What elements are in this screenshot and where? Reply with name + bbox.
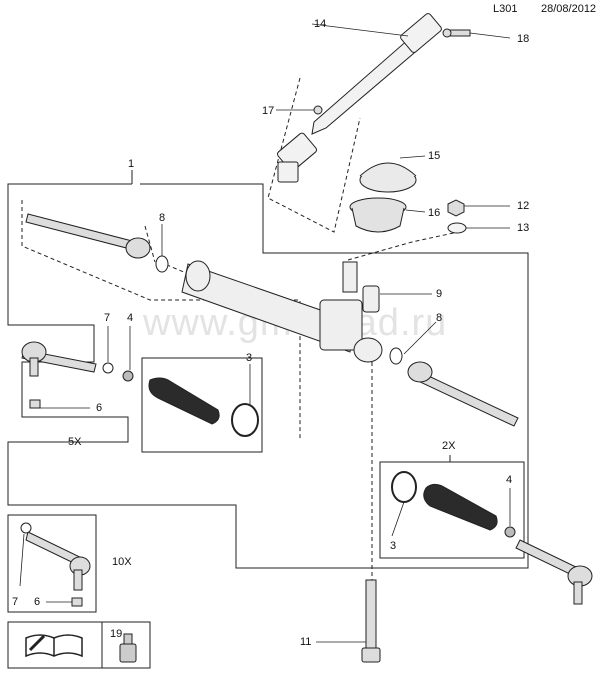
tie-rod-end-right — [515, 539, 593, 605]
callout-14: 14 — [314, 18, 327, 30]
clamp-3-left — [231, 403, 259, 437]
nut-12 — [447, 199, 465, 217]
kit-10x-parts — [20, 522, 91, 607]
diagram-code: L301 — [493, 3, 518, 15]
callout-13: 13 — [517, 222, 530, 234]
clamp-4-left — [122, 370, 134, 382]
callout-17: 17 — [262, 105, 275, 117]
assembly-frame — [7, 183, 529, 569]
callout-9: 9 — [436, 288, 443, 300]
bolt-11 — [361, 579, 381, 663]
nut-6-left — [29, 399, 41, 409]
callout-7-kit: 7 — [12, 596, 19, 608]
bolt-18 — [442, 28, 471, 38]
callout-3-right: 3 — [390, 540, 397, 552]
clamp-4-right — [504, 526, 516, 538]
bush-9 — [362, 285, 380, 313]
kit-box-10x — [7, 514, 97, 613]
callout-8-left: 8 — [159, 212, 166, 224]
callout-6-kit: 6 — [34, 596, 41, 608]
boot-left — [102, 362, 259, 437]
washer-13 — [447, 222, 467, 234]
nut-7-left — [102, 362, 114, 374]
dust-boot-15 — [359, 162, 417, 193]
callout-12: 12 — [517, 200, 530, 212]
boot-box-right — [379, 461, 525, 559]
callout-6-left: 6 — [96, 402, 103, 414]
seal-16 — [349, 197, 407, 233]
callout-3-left: 3 — [246, 352, 253, 364]
callout-1: 1 — [128, 158, 135, 170]
callout-10x: 10X — [112, 556, 132, 568]
book-wrench-icon — [25, 634, 83, 658]
callout-8-right: 8 — [436, 312, 443, 324]
tie-rod-right — [389, 347, 519, 427]
callout-7-left: 7 — [104, 312, 111, 324]
callout-15: 15 — [428, 150, 441, 162]
callout-5x: 5X — [68, 436, 82, 448]
steering-shaft — [276, 13, 442, 183]
boot-right — [391, 471, 516, 538]
grease-tube-icon — [119, 633, 137, 663]
callout-4-right: 4 — [506, 474, 513, 486]
clamp-3-right — [391, 471, 417, 503]
steering-rack — [181, 260, 383, 363]
callout-19: 19 — [110, 628, 123, 640]
tie-rod-left — [25, 213, 169, 273]
callout-11: 11 — [300, 636, 312, 648]
callout-18: 18 — [517, 33, 530, 45]
bolt-17 — [313, 105, 323, 115]
callout-2x: 2X — [442, 440, 456, 452]
boot-box-left — [141, 357, 263, 453]
callout-16: 16 — [428, 207, 441, 219]
tie-rod-end-left — [21, 341, 97, 409]
legend-box — [7, 621, 151, 669]
diagram-date: 28/08/2012 — [541, 3, 597, 15]
callout-4-left: 4 — [127, 312, 134, 324]
